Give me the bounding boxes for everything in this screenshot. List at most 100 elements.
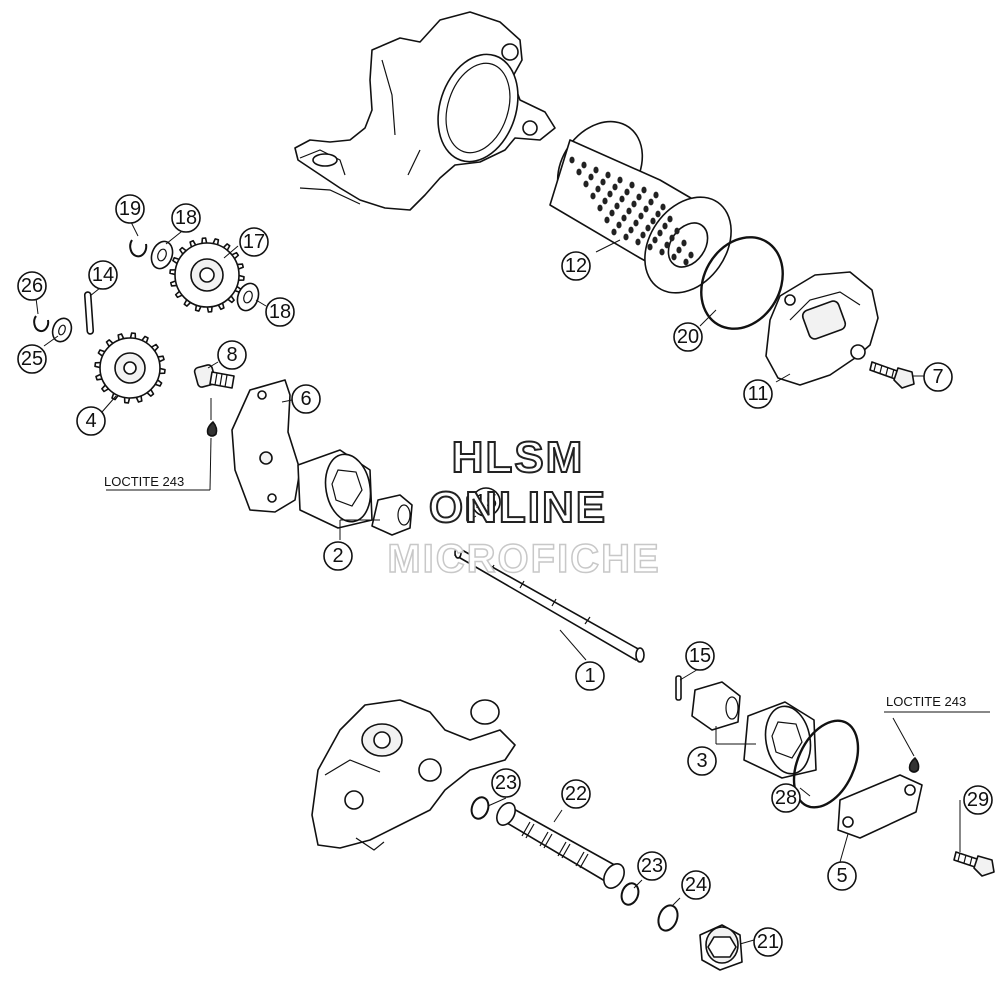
filter-hole — [605, 171, 611, 179]
svg-text:23: 23 — [641, 855, 663, 877]
watermark-line-2: ONLINE — [429, 483, 607, 532]
callout-14[interactable]: 14 — [88, 260, 118, 290]
svg-text:18: 18 — [269, 301, 291, 323]
washer-18-upper — [150, 240, 174, 270]
filter-hole — [688, 251, 694, 259]
svg-text:11: 11 — [748, 383, 769, 405]
svg-text:19: 19 — [119, 198, 141, 220]
filter-hole — [616, 221, 622, 229]
watermark-line-1: HLSM — [452, 433, 585, 482]
filter-hole — [604, 216, 610, 224]
washer-25 — [51, 317, 73, 343]
callout-11[interactable]: 11 — [743, 379, 773, 409]
svg-text:28: 28 — [775, 787, 797, 809]
callouts: 19 18 17 18 14 26 25 4 8 6 2 15 1 15 3 1… — [17, 194, 993, 957]
svg-text:23: 23 — [495, 772, 517, 794]
plug-21 — [699, 924, 743, 971]
o-ring-23-lower — [620, 882, 640, 906]
filter-hole — [683, 258, 689, 266]
svg-text:1: 1 — [584, 665, 595, 687]
callout-22[interactable]: 22 — [561, 779, 591, 809]
pin-14 — [83, 291, 95, 335]
callout-23-upper[interactable]: 23 — [491, 768, 521, 798]
filter-hole — [671, 253, 677, 261]
engine-case-lower — [311, 699, 516, 851]
filter-hole — [588, 173, 594, 181]
screw-filter-cover — [869, 361, 915, 389]
filter-hole — [640, 231, 646, 239]
svg-text:15: 15 — [475, 491, 497, 513]
callout-29[interactable]: 29 — [963, 785, 993, 815]
loctite-note-left: LOCTITE 243 — [104, 474, 184, 489]
callout-15-lower[interactable]: 15 — [685, 641, 715, 671]
callout-7[interactable]: 7 — [923, 362, 953, 392]
callout-23-lower[interactable]: 23 — [637, 851, 667, 881]
filter-hole — [617, 176, 623, 184]
engine-case-upper — [294, 11, 556, 211]
callout-3[interactable]: 3 — [687, 746, 717, 776]
filter-hole — [667, 215, 673, 223]
filter-hole — [657, 229, 663, 237]
pin-15-upper — [466, 495, 473, 523]
svg-text:2: 2 — [332, 545, 343, 567]
filter-hole — [655, 210, 661, 218]
filter-hole — [643, 205, 649, 213]
o-ring-23-upper — [470, 796, 490, 820]
o-ring-filter-cover — [700, 236, 784, 330]
oil-screen-22 — [496, 802, 625, 889]
filter-hole — [593, 166, 599, 174]
filter-hole — [607, 190, 613, 198]
svg-text:22: 22 — [565, 783, 587, 805]
filter-hole — [583, 180, 589, 188]
callout-25[interactable]: 25 — [17, 344, 47, 374]
callout-28[interactable]: 28 — [771, 783, 801, 813]
filter-hole — [638, 212, 644, 220]
filter-hole — [653, 191, 659, 199]
svg-text:20: 20 — [677, 326, 699, 348]
pin-15-lower — [675, 675, 682, 701]
callout-17[interactable]: 17 — [239, 227, 269, 257]
loctite-drop-right — [908, 757, 920, 773]
callout-21[interactable]: 21 — [753, 927, 783, 957]
filter-hole — [624, 188, 630, 196]
callout-24[interactable]: 24 — [681, 870, 711, 900]
callout-2[interactable]: 2 — [323, 541, 353, 571]
filter-hole — [633, 219, 639, 227]
filter-hole — [576, 168, 582, 176]
callout-18-upper[interactable]: 18 — [171, 203, 201, 233]
filter-hole — [662, 222, 668, 230]
callout-8[interactable]: 8 — [217, 340, 247, 370]
callout-1[interactable]: 1 — [575, 661, 605, 691]
filter-hole — [676, 246, 682, 254]
callout-18-lower[interactable]: 18 — [265, 297, 295, 327]
watermark: HLSM ONLINE MICROFICHE — [387, 432, 660, 582]
callout-26[interactable]: 26 — [17, 271, 47, 301]
filter-hole — [623, 233, 629, 241]
filter-hole — [631, 200, 637, 208]
callout-4[interactable]: 4 — [76, 406, 106, 436]
filter-hole — [641, 186, 647, 194]
callout-6[interactable]: 6 — [291, 384, 321, 414]
screw-8 — [193, 364, 235, 389]
callout-15-upper[interactable]: 15 — [471, 487, 501, 517]
outer-rotor-3 — [743, 701, 817, 779]
oil-filter-cover — [765, 271, 879, 386]
inner-rotor-3 — [691, 681, 741, 731]
filter-hole — [621, 214, 627, 222]
callout-20[interactable]: 20 — [673, 322, 703, 352]
svg-text:24: 24 — [685, 874, 707, 896]
filter-hole — [600, 178, 606, 186]
pump-shaft-1 — [454, 547, 645, 663]
callout-12[interactable]: 12 — [561, 251, 591, 281]
callout-5[interactable]: 5 — [827, 861, 857, 891]
filter-hole — [597, 204, 603, 212]
svg-text:26: 26 — [21, 275, 43, 297]
filter-hole — [669, 234, 675, 242]
filter-hole — [619, 195, 625, 203]
filter-hole — [602, 197, 608, 205]
filter-hole — [652, 236, 658, 244]
callout-19[interactable]: 19 — [115, 194, 145, 224]
svg-text:21: 21 — [757, 931, 779, 953]
filter-hole — [659, 248, 665, 256]
